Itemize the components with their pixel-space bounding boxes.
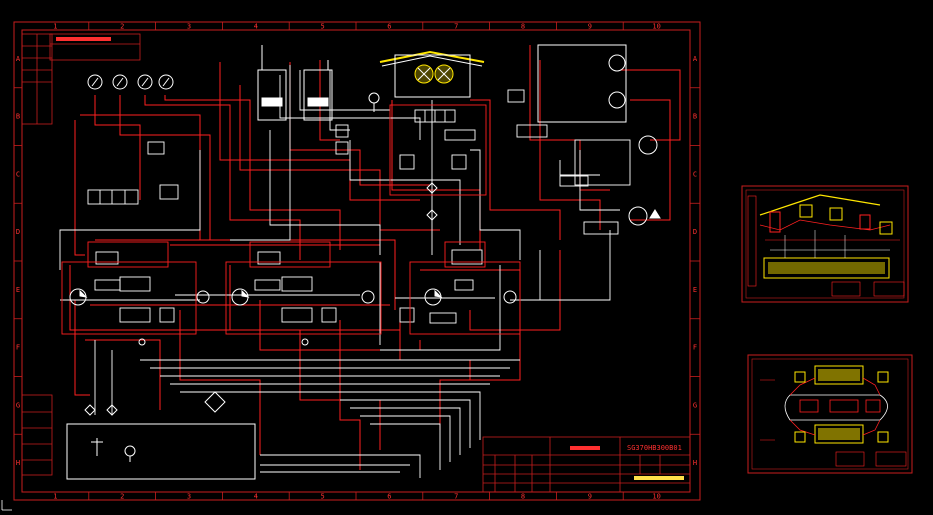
row-label-right: G bbox=[693, 401, 697, 409]
ucs-origin-icon bbox=[1, 500, 12, 511]
row-label-right: D bbox=[693, 228, 697, 236]
column-label-bottom: 3 bbox=[187, 493, 191, 501]
row-label-right: B bbox=[693, 113, 697, 121]
column-label-top: 4 bbox=[254, 23, 258, 31]
row-label-left: H bbox=[16, 459, 20, 467]
row-label-right: H bbox=[693, 459, 697, 467]
hydraulic-cylinders bbox=[257, 45, 333, 121]
row-label-right: C bbox=[693, 170, 697, 178]
column-label-top: 1 bbox=[53, 23, 57, 31]
hydraulic-tank bbox=[66, 423, 256, 480]
title-block bbox=[482, 436, 691, 493]
row-label-left: A bbox=[16, 55, 21, 63]
row-label-right: A bbox=[693, 55, 698, 63]
column-label-top: 10 bbox=[652, 23, 660, 31]
column-label-top: 5 bbox=[320, 23, 324, 31]
column-label-top: 2 bbox=[120, 23, 124, 31]
row-label-left: G bbox=[16, 401, 20, 409]
row-label-right: F bbox=[693, 344, 697, 352]
column-label-top: 3 bbox=[187, 23, 191, 31]
drawing-code-box bbox=[49, 33, 141, 61]
row-label-left: E bbox=[16, 286, 20, 294]
column-label-bottom: 8 bbox=[521, 493, 525, 501]
column-label-bottom: 4 bbox=[254, 493, 258, 501]
sheet-outer-border bbox=[13, 21, 701, 501]
left-revision-strip bbox=[21, 33, 53, 476]
thumbnail-1-schematic bbox=[747, 194, 905, 297]
column-ruler-top: 1 2 3 4 5 6 7 8 9 10 bbox=[53, 22, 661, 31]
column-label-bottom: 10 bbox=[652, 493, 660, 501]
red-pipework bbox=[69, 45, 681, 470]
row-ruler-right: A B C D E F G H bbox=[690, 55, 700, 467]
hydraulic-schematic bbox=[59, 44, 681, 480]
valve-banks bbox=[61, 89, 631, 335]
row-label-right: E bbox=[693, 286, 697, 294]
column-label-bottom: 2 bbox=[120, 493, 124, 501]
column-ruler-bottom: 1 2 3 4 5 6 7 8 9 10 bbox=[53, 492, 661, 501]
column-label-bottom: 9 bbox=[588, 493, 592, 501]
row-label-left: D bbox=[16, 228, 20, 236]
main-pumps bbox=[69, 92, 517, 416]
thumbnail-sheet-1[interactable] bbox=[741, 185, 909, 303]
row-ruler-left: A B C D E F G H bbox=[14, 55, 22, 467]
swing-motor-assembly bbox=[379, 50, 485, 98]
row-label-left: B bbox=[16, 113, 20, 121]
column-label-top: 9 bbox=[588, 23, 592, 31]
column-label-top: 7 bbox=[454, 23, 458, 31]
thumbnail-sheet-2[interactable] bbox=[747, 354, 913, 474]
column-label-bottom: 7 bbox=[454, 493, 458, 501]
row-label-left: C bbox=[16, 170, 20, 178]
drawing-code-text: SG370HB300B01 bbox=[627, 444, 682, 452]
column-label-bottom: 6 bbox=[387, 493, 391, 501]
row-label-left: F bbox=[16, 344, 20, 352]
column-label-top: 6 bbox=[387, 23, 391, 31]
white-pipework bbox=[59, 65, 620, 478]
travel-motors bbox=[537, 44, 661, 226]
main-sheet: 1 2 3 4 5 6 7 8 9 10 1 2 3 4 5 6 7 8 9 10 A B C D E F G H A B C D E F G… bbox=[13, 21, 701, 501]
sheet-inner-border bbox=[21, 29, 691, 493]
column-label-bottom: 1 bbox=[53, 493, 57, 501]
column-label-top: 8 bbox=[521, 23, 525, 31]
column-label-bottom: 5 bbox=[320, 493, 324, 501]
pressure-gauges bbox=[87, 74, 174, 90]
thumbnail-2-schematic bbox=[760, 365, 907, 467]
